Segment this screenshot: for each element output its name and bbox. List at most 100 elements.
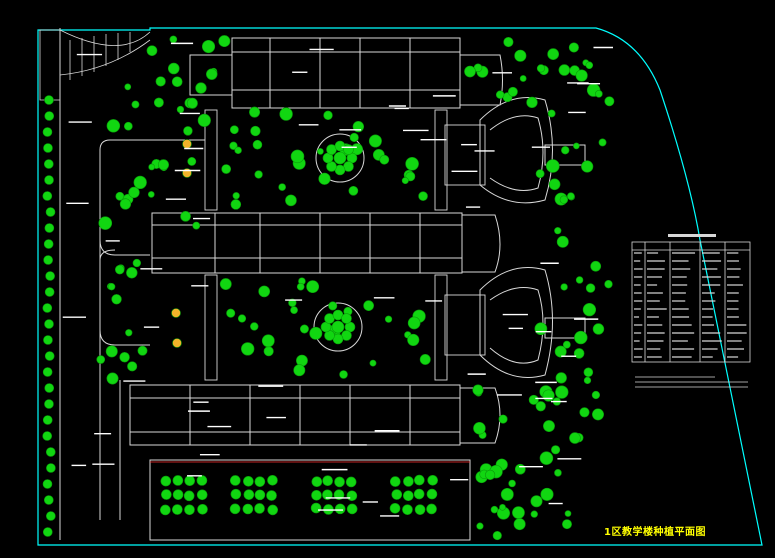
tree-symbol <box>229 503 241 515</box>
tree-symbol <box>176 105 185 114</box>
tree-symbol <box>147 191 155 198</box>
tree-symbol <box>242 503 254 515</box>
tree-symbol <box>44 111 55 121</box>
tree-symbol <box>472 384 484 396</box>
tree-symbol <box>490 505 499 514</box>
tree-symbol <box>293 364 306 377</box>
tree-symbol <box>548 178 561 191</box>
tree-symbol <box>254 476 266 487</box>
tree-symbol <box>583 367 594 378</box>
tree-symbol <box>379 154 390 165</box>
tree-symbol <box>172 504 183 515</box>
tree-symbol <box>535 169 545 179</box>
tree-symbol <box>407 316 421 330</box>
tree-symbol <box>561 146 570 155</box>
tree-symbol <box>540 487 554 501</box>
tree-symbol <box>111 294 122 305</box>
tree-symbol <box>254 489 266 501</box>
tree-symbol <box>119 352 130 363</box>
plant-labels <box>62 42 614 517</box>
tree-symbol <box>582 303 597 317</box>
tree-symbol <box>229 125 239 135</box>
tree-symbol <box>42 479 53 489</box>
tree-symbol <box>98 216 113 230</box>
tree-symbol <box>42 303 53 313</box>
tree-symbol <box>157 159 169 171</box>
tree-symbol <box>310 502 322 514</box>
tree-symbol <box>197 113 211 127</box>
tree-symbol <box>306 280 320 294</box>
tree-symbol <box>585 283 596 293</box>
tree-symbol <box>499 503 506 511</box>
plant-schedule-rows <box>634 252 747 358</box>
tree-symbol <box>45 271 55 281</box>
tree-symbol <box>512 506 525 519</box>
tree-symbol <box>536 64 546 73</box>
tree-symbol <box>418 191 428 201</box>
tree-symbol <box>555 385 569 399</box>
tree-symbol <box>183 126 193 136</box>
tree-symbol <box>427 474 438 486</box>
tree-symbol <box>485 469 496 480</box>
tree-symbol <box>44 223 55 233</box>
tree-symbol <box>243 489 255 500</box>
tree-symbol <box>384 315 393 323</box>
tree-symbol <box>389 476 401 487</box>
tree-symbol <box>500 487 514 501</box>
tree-symbol <box>547 109 556 118</box>
tree-symbol <box>196 475 208 486</box>
courtyard-connectors <box>204 109 486 381</box>
tree-symbol <box>391 489 403 500</box>
tree-symbol <box>148 163 155 171</box>
tree-symbol <box>507 86 518 97</box>
tree-symbol <box>42 367 53 377</box>
tree-symbol <box>131 100 140 109</box>
tree-symbol <box>560 283 568 291</box>
tree-symbol <box>230 199 242 210</box>
tree-symbol <box>368 134 382 148</box>
tree-symbol <box>328 301 338 311</box>
tree-symbol <box>219 278 232 290</box>
tree-symbol <box>575 69 588 82</box>
tree-symbol <box>495 90 505 99</box>
tree-symbol <box>414 504 426 515</box>
tree-symbol <box>43 239 54 249</box>
tree-symbol <box>266 490 277 501</box>
tree-symbol <box>44 287 55 297</box>
tree-symbol <box>604 96 615 107</box>
tree-symbol <box>407 333 420 346</box>
tree-symbol <box>161 489 172 500</box>
tree-symbol <box>414 474 425 486</box>
tree-symbol <box>267 504 279 516</box>
tree-symbol <box>44 319 54 329</box>
tree-symbol <box>591 390 601 400</box>
tree-symbol <box>42 431 53 441</box>
tree-symbol <box>254 503 265 514</box>
tree-symbol <box>334 476 345 488</box>
tree-symbol <box>562 340 571 349</box>
tree-symbol <box>296 282 305 291</box>
tree-symbol <box>184 475 196 487</box>
tree-symbol <box>44 175 54 185</box>
tree-symbol <box>598 138 607 147</box>
round-plazas <box>313 133 365 352</box>
tree-symbol <box>288 298 297 307</box>
tree-symbol <box>180 211 191 222</box>
tree-symbol <box>261 334 275 348</box>
tree-symbol <box>309 326 323 340</box>
tree-symbol <box>229 475 241 486</box>
tree-symbol <box>476 522 484 530</box>
tree-symbol <box>333 489 345 501</box>
tree-symbol <box>243 475 254 487</box>
tree-symbol <box>581 160 594 173</box>
tree-symbol <box>45 207 56 217</box>
tree-symbol <box>498 414 508 424</box>
tree-symbol <box>43 255 53 265</box>
tree-symbol <box>226 308 236 318</box>
tree-symbol <box>119 198 132 210</box>
tree-symbol <box>171 308 181 318</box>
tree-symbol <box>369 359 377 367</box>
tree-symbol <box>43 159 54 169</box>
tree-symbol <box>346 503 358 515</box>
tree-symbol <box>115 264 125 275</box>
